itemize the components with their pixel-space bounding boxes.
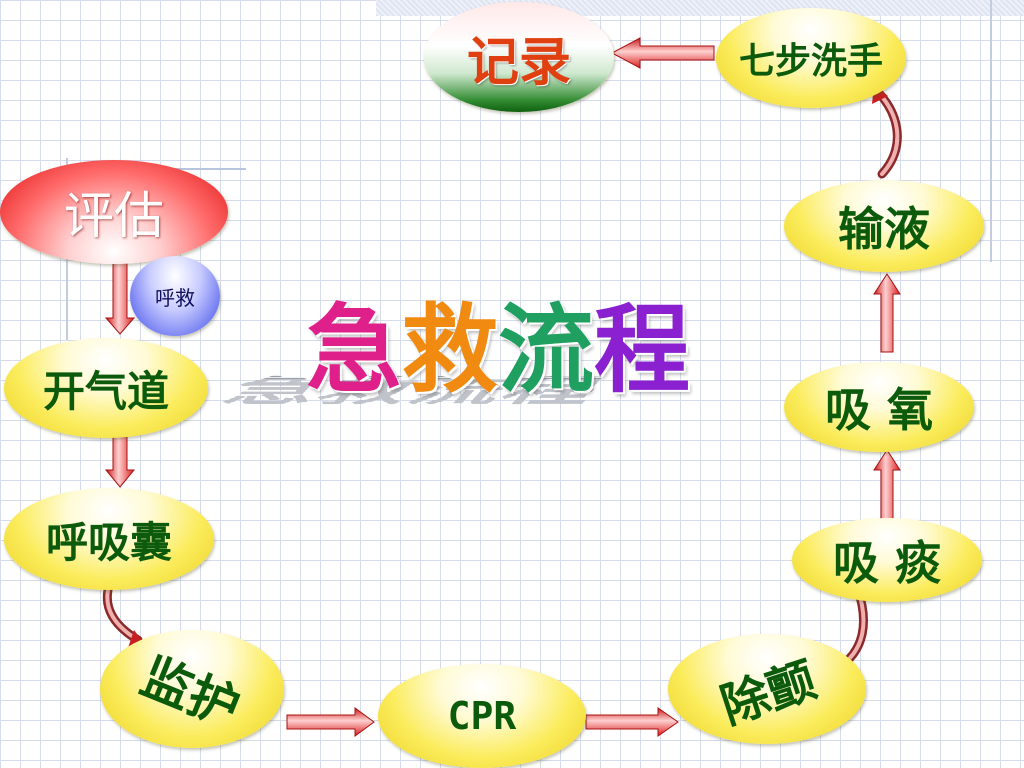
node-infusion: 输液 <box>784 180 984 272</box>
title-char: 急 <box>306 294 402 406</box>
diagram-title: 急救流程 <box>306 290 690 410</box>
node-open-airway: 开气道 <box>4 338 208 438</box>
arrow-monitor-to-cpr <box>286 707 375 737</box>
arrow-assess-to-airway <box>104 261 136 335</box>
node-label: 评估 <box>64 187 164 245</box>
node-label: CPR <box>447 694 517 738</box>
node-bag-valve: 呼吸囊 <box>4 488 214 590</box>
node-label: 呼吸囊 <box>45 517 172 567</box>
node-handwash: 七步洗手 <box>716 8 906 108</box>
node-label: 除颤 <box>714 652 823 736</box>
node-defibrillate: 除颤 <box>668 634 866 744</box>
node-label: 吸 氧 <box>824 383 933 437</box>
node-label: 监护 <box>133 646 249 739</box>
node-label: 输液 <box>838 202 930 256</box>
node-oxygen: 吸 氧 <box>784 362 974 452</box>
node-label: 七步洗手 <box>738 40 883 82</box>
right-decoration-rule <box>990 0 992 262</box>
title-char: 程 <box>594 294 690 406</box>
node-label: 记录 <box>466 31 571 93</box>
node-suction: 吸 痰 <box>792 518 982 602</box>
node-cpr: CPR <box>378 664 586 768</box>
arrow-handwash-to-record <box>610 37 715 69</box>
node-label: 吸 痰 <box>832 536 941 590</box>
arrow-cpr-to-defib <box>585 707 679 737</box>
node-label: 呼救 <box>155 285 195 310</box>
arrow-suction-to-oxygen <box>873 449 901 521</box>
node-monitor: 监护 <box>100 630 284 748</box>
title-char: 流 <box>498 294 594 406</box>
node-assess: 评估 <box>0 160 228 264</box>
node-label: 开气道 <box>42 366 169 416</box>
title-char: 救 <box>402 294 498 406</box>
node-call-help: 呼救 <box>130 256 220 336</box>
node-record: 记录 <box>424 2 614 112</box>
arrow-oxygen-to-infusion <box>873 273 901 353</box>
